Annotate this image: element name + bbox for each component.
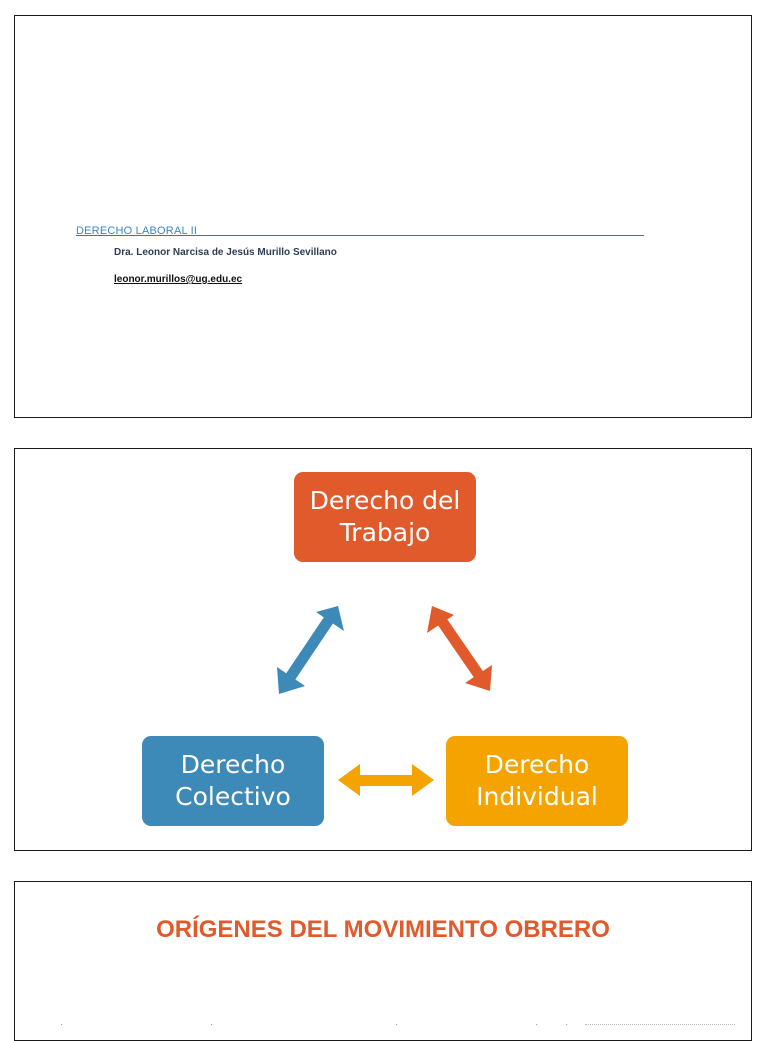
course-title: DERECHO LABORAL II: [76, 225, 198, 237]
relationship-arrows: [277, 606, 492, 796]
slide-title: ORÍGENES DEL MOVIMIENTO OBRERO: [156, 916, 610, 943]
timeline-strip: · · · · ·: [15, 1000, 751, 1030]
timeline-tick: ·: [533, 1022, 541, 1027]
slide-1: DERECHO LABORAL II Dra. Leonor Narcisa d…: [14, 15, 752, 418]
arrow-trabajo-colectivo: [277, 606, 344, 694]
author-email-link[interactable]: leonor.murillos@ug.edu.ec: [114, 274, 243, 285]
title-underline: [76, 235, 644, 236]
slide-2: Derecho del Trabajo Derecho Colectivo De…: [14, 448, 752, 851]
timeline-tick: ·: [563, 1022, 571, 1027]
arrow-trabajo-individual: [427, 606, 492, 691]
box-derecho-del-trabajo: Derecho del Trabajo: [294, 472, 476, 562]
box-derecho-individual: Derecho Individual: [446, 736, 628, 826]
author-name: Dra. Leonor Narcisa de Jesús Murillo Sev…: [114, 247, 337, 258]
slide-3: ORÍGENES DEL MOVIMIENTO OBRERO · · · · ·: [14, 881, 752, 1041]
timeline-tick: ·: [393, 1022, 401, 1027]
timeline-line: [585, 1024, 735, 1025]
timeline-tick: ·: [208, 1022, 216, 1027]
arrow-colectivo-individual: [338, 764, 434, 796]
box-derecho-colectivo: Derecho Colectivo: [142, 736, 324, 826]
timeline-tick: ·: [58, 1022, 66, 1027]
